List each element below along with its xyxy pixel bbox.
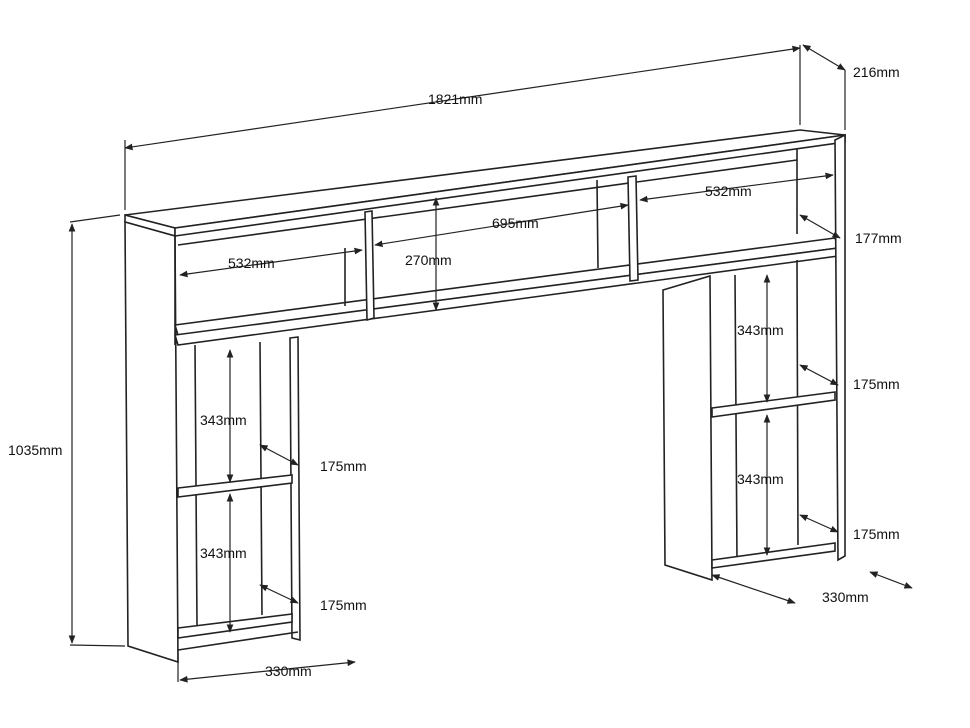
label-top-height: 270mm <box>405 252 452 268</box>
left-column <box>177 336 301 651</box>
label-top-left-width: 532mm <box>228 255 275 271</box>
label-right-upper-depth: 175mm <box>853 376 900 392</box>
label-left-lower-depth: 175mm <box>320 597 367 613</box>
label-right-upper-height: 343mm <box>737 322 784 338</box>
label-right-lower-depth: 175mm <box>853 526 900 542</box>
label-right-lower-height: 343mm <box>737 471 784 487</box>
label-depth: 216mm <box>853 64 900 80</box>
label-left-lower-height: 343mm <box>200 545 247 561</box>
top-compartment <box>173 148 840 346</box>
label-top-middle-width: 695mm <box>492 215 539 231</box>
label-left-upper-height: 343mm <box>200 412 247 428</box>
label-total-height: 1035mm <box>8 442 62 458</box>
label-top-right-width: 532mm <box>705 183 752 199</box>
left-side-panel <box>124 220 179 664</box>
label-left-upper-depth: 175mm <box>320 458 367 474</box>
label-total-width: 1821mm <box>428 91 482 107</box>
label-left-column-width: 330mm <box>265 663 312 679</box>
dimension-lines <box>68 44 913 683</box>
right-column <box>662 133 846 582</box>
label-top-depth: 177mm <box>855 230 902 246</box>
label-right-column-width: 330mm <box>822 589 869 605</box>
